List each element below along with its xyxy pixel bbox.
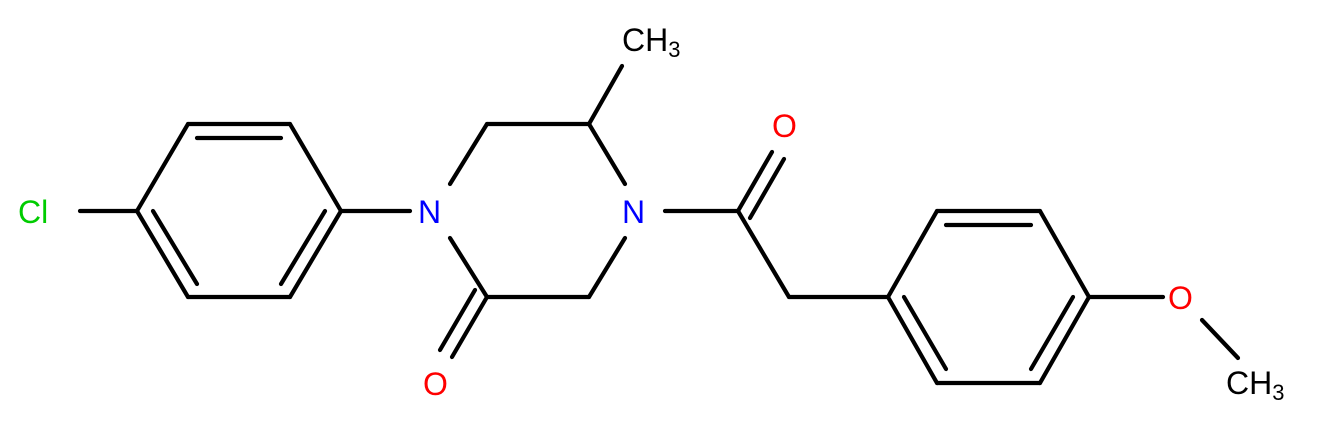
bond-m4-m5-inner xyxy=(1028,294,1076,372)
piperazinone-ring xyxy=(447,121,628,300)
bond-n4-ch2 xyxy=(586,235,628,300)
methoxyphenyl-ring xyxy=(885,208,1092,386)
bond-m6-m1-inner xyxy=(901,294,949,372)
oxygen-label-acyl-carbonyl: O xyxy=(772,108,797,144)
bond-c3-c4-inner xyxy=(278,208,328,287)
bond-co-n1 xyxy=(447,235,490,300)
nitrogen-label-n1: N xyxy=(418,194,441,230)
methyl-methoxy-subscript: 3 xyxy=(1272,380,1284,405)
bond-m3-m4 xyxy=(1037,208,1092,300)
bond-chme-ch3 xyxy=(586,63,625,127)
bond-acyl-co-a xyxy=(735,149,775,214)
bond-ring-co-double-a xyxy=(449,294,490,360)
bond-c5-c6 xyxy=(134,208,191,300)
bond-c6-c1 xyxy=(134,121,191,214)
methyl-top-ch: CH xyxy=(622,22,668,58)
methyl-methoxy-ch: CH xyxy=(1226,365,1272,401)
methyl-top-subscript: 3 xyxy=(668,37,680,62)
chlorophenyl-ring xyxy=(134,121,344,300)
oxygen-label-ring-carbonyl: O xyxy=(423,366,448,402)
chlorine-label: Cl xyxy=(18,194,48,230)
bond-c5-c6-inner xyxy=(150,208,200,287)
methyl-label-top: CH3 xyxy=(622,22,680,62)
bond-c2-c3 xyxy=(287,121,344,214)
bond-chme-n4 xyxy=(586,121,628,187)
bond-acyl-co-b xyxy=(747,156,787,221)
bond-m6-m1 xyxy=(885,294,940,386)
bond-m4-m5 xyxy=(1037,294,1092,386)
bond-acyl-ch2 xyxy=(735,208,792,300)
oxygen-label-methoxy: O xyxy=(1168,280,1193,316)
bond-c3-c4 xyxy=(287,208,344,300)
methyl-label-methoxy: CH3 xyxy=(1226,365,1284,405)
bond-ring-co-double-b xyxy=(437,287,478,353)
bond-m1-m2 xyxy=(885,208,940,300)
bond-o-ch3 xyxy=(1199,317,1241,361)
bond-n1-ch2 xyxy=(447,121,490,187)
nitrogen-label-n4: N xyxy=(622,194,645,230)
